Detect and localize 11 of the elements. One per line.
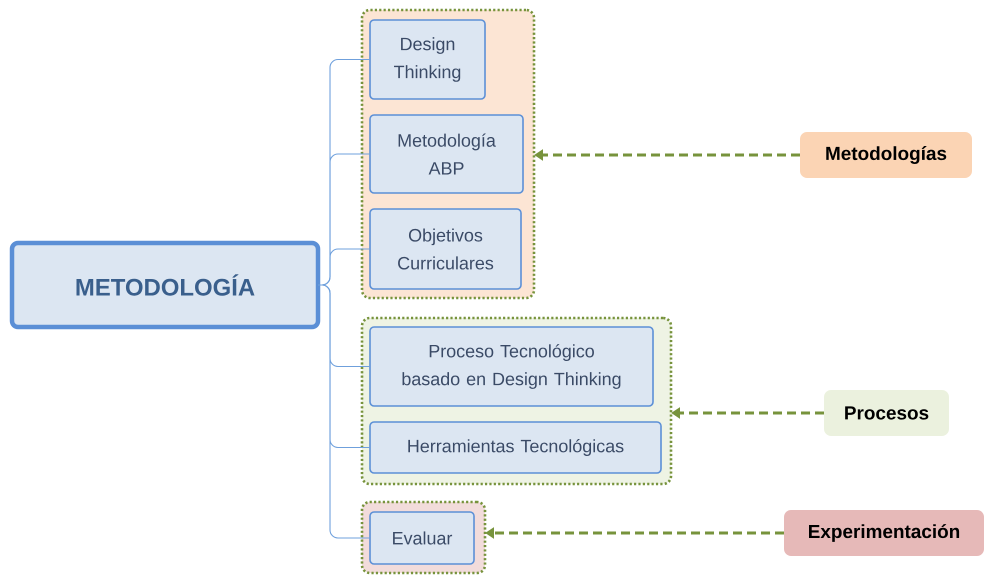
category-tag: Procesos <box>824 390 949 436</box>
subtopic-box: Objetivos Curriculares <box>369 208 522 290</box>
subtopic-box: Design Thinking <box>369 19 486 100</box>
connector-line <box>318 284 370 539</box>
category-tag: Metodologías <box>800 132 972 178</box>
subtopic-box: Metodología ABP <box>369 114 524 194</box>
subtopic-box: Herramientas Tecnológicas <box>369 421 662 474</box>
topic-box: METODOLOGÍA <box>10 240 320 330</box>
category-tag: Experimentación <box>784 510 984 556</box>
subtopic-box: Proceso Tecnológico basado en Design Thinking <box>369 326 654 407</box>
subtopic-box: Evaluar <box>369 511 475 565</box>
